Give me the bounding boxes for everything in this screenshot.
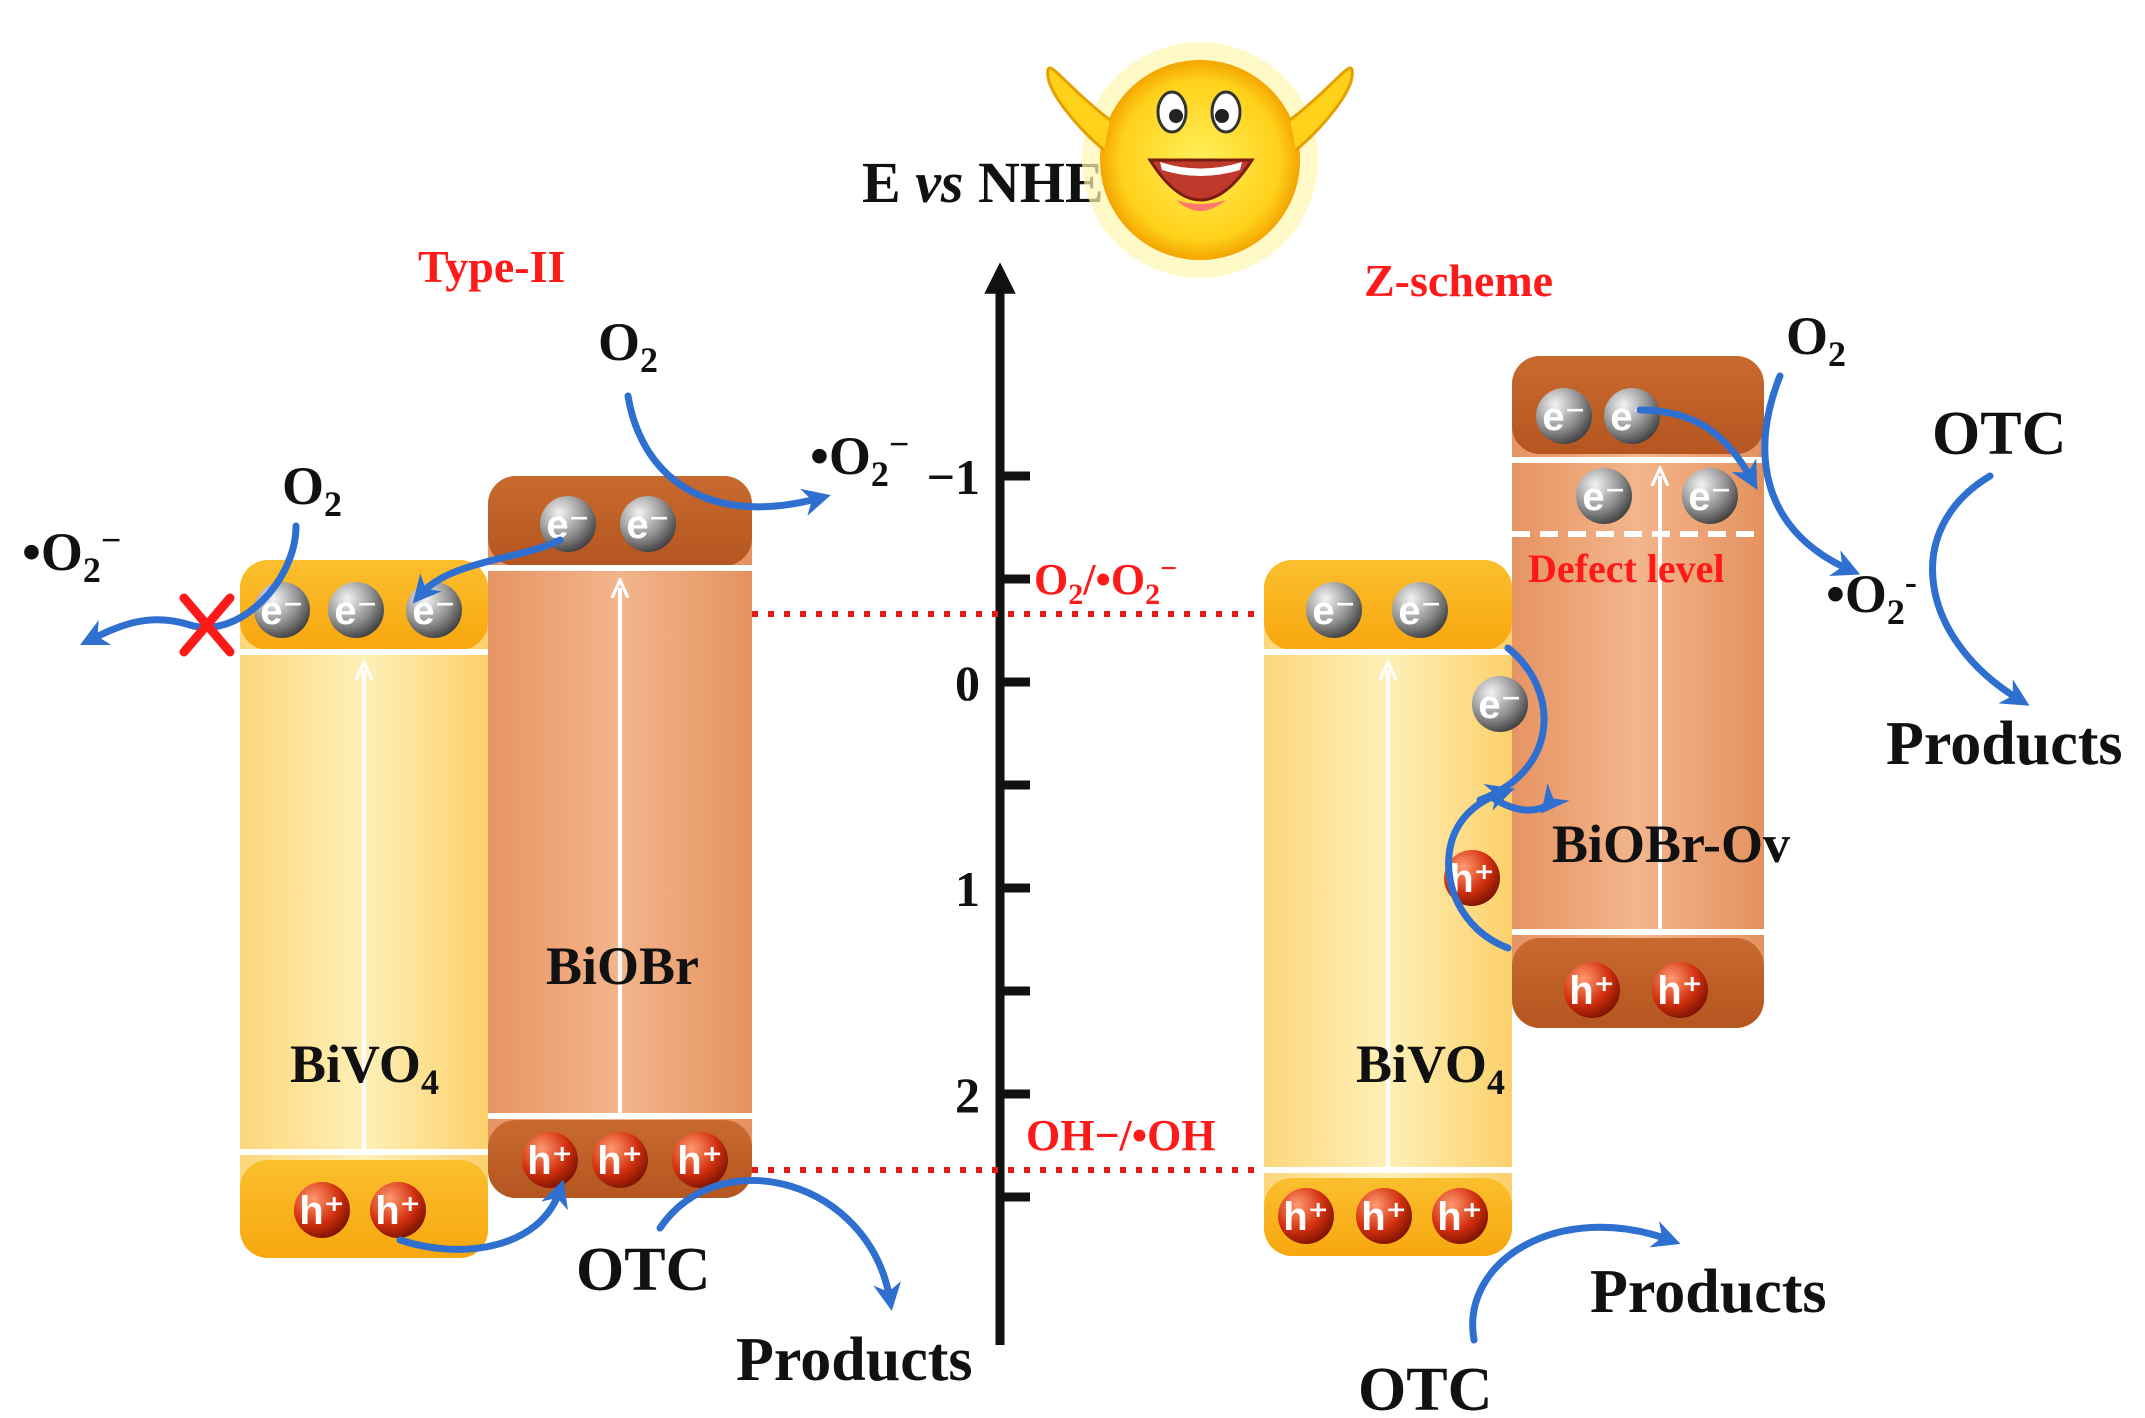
right-products-top: Products bbox=[1886, 710, 2123, 778]
hole bbox=[672, 1132, 728, 1188]
potential-lines bbox=[752, 611, 1264, 1173]
hole bbox=[592, 1132, 648, 1188]
right-biobr-ov-label: BiOBr-Ov bbox=[1552, 814, 1790, 874]
cross-icon bbox=[179, 593, 235, 657]
svg-text:e⁻: e⁻ bbox=[1610, 395, 1653, 439]
tick-label: 2 bbox=[955, 1067, 980, 1123]
svg-text:h⁺: h⁺ bbox=[1437, 1195, 1483, 1239]
hole bbox=[1432, 1188, 1488, 1244]
left-o2-top: O2 bbox=[598, 312, 658, 380]
svg-text:h⁺: h⁺ bbox=[677, 1139, 723, 1183]
right-biobr-ov-block bbox=[1512, 356, 1764, 1028]
tick-label: 1 bbox=[955, 861, 980, 917]
svg-text:h⁺: h⁺ bbox=[375, 1189, 421, 1233]
hole bbox=[1652, 962, 1708, 1018]
svg-text:h⁺: h⁺ bbox=[597, 1139, 643, 1183]
right-radical: •O2- bbox=[1826, 562, 1917, 632]
svg-text:e⁻: e⁻ bbox=[626, 503, 669, 547]
o2-potential-label: O2/•O2− bbox=[1034, 552, 1177, 611]
hole bbox=[522, 1132, 578, 1188]
hole bbox=[294, 1182, 350, 1238]
hole bbox=[1444, 850, 1500, 906]
left-otc: OTC bbox=[576, 1236, 710, 1304]
electron bbox=[620, 496, 676, 552]
right-otc-bottom: OTC bbox=[1358, 1356, 1492, 1418]
right-electrons: e⁻ e⁻ e⁻ e⁻ e⁻ e⁻ e⁻ bbox=[1306, 388, 1738, 732]
electron bbox=[1604, 388, 1660, 444]
hole bbox=[370, 1182, 426, 1238]
right-otc-top: OTC bbox=[1932, 400, 2066, 468]
left-holes: h⁺ h⁺ h⁺ h⁺ h⁺ bbox=[294, 1132, 728, 1238]
svg-text:e⁻: e⁻ bbox=[1398, 589, 1441, 633]
left-biobr-label: BiOBr bbox=[546, 936, 699, 996]
defect-level-label: Defect level bbox=[1528, 546, 1725, 591]
left-title: Type-II bbox=[418, 241, 565, 292]
left-o2-left: O2 bbox=[282, 456, 342, 524]
right-products-bottom: Products bbox=[1590, 1258, 1827, 1326]
svg-text:e⁻: e⁻ bbox=[1542, 395, 1585, 439]
electron bbox=[1392, 582, 1448, 638]
hole bbox=[1278, 1188, 1334, 1244]
energy-axis: −1 0 1 2 bbox=[927, 262, 1030, 1345]
left-radical-right: •O2− bbox=[810, 424, 909, 494]
tick-label: −1 bbox=[927, 449, 981, 505]
axis-title: E vs NHE bbox=[862, 150, 1104, 215]
hole bbox=[1564, 962, 1620, 1018]
left-bivo4-block bbox=[240, 560, 488, 1258]
svg-text:e⁻: e⁻ bbox=[1478, 683, 1521, 727]
svg-text:e⁻: e⁻ bbox=[1582, 475, 1625, 519]
svg-text:h⁺: h⁺ bbox=[299, 1189, 345, 1233]
svg-text:h⁺: h⁺ bbox=[1361, 1195, 1407, 1239]
right-bivo4-block bbox=[1264, 560, 1512, 1256]
right-o2: O2 bbox=[1786, 306, 1846, 374]
electron bbox=[328, 582, 384, 638]
electron bbox=[1472, 676, 1528, 732]
tick-label: 0 bbox=[955, 655, 980, 711]
electron bbox=[1576, 468, 1632, 524]
left-products: Products bbox=[736, 1326, 973, 1394]
sun-icon bbox=[1046, 42, 1354, 278]
oh-potential-label: OH−/•OH bbox=[1026, 1111, 1216, 1160]
right-title: Z-scheme bbox=[1364, 255, 1553, 306]
left-bivo4-label: BiVO4 bbox=[290, 1034, 439, 1102]
electron bbox=[1536, 388, 1592, 444]
left-arrows bbox=[79, 392, 902, 1312]
svg-text:h⁺: h⁺ bbox=[527, 1139, 573, 1183]
right-bivo4-label: BiVO4 bbox=[1356, 1034, 1505, 1102]
electron bbox=[1306, 582, 1362, 638]
svg-text:h⁺: h⁺ bbox=[1283, 1195, 1329, 1239]
right-arrows bbox=[1445, 372, 2030, 1344]
svg-text:h⁺: h⁺ bbox=[1569, 969, 1615, 1013]
electron bbox=[540, 496, 596, 552]
left-biobr-block bbox=[488, 476, 752, 1198]
left-radical-left: •O2− bbox=[22, 520, 121, 590]
svg-text:e⁻: e⁻ bbox=[1312, 589, 1355, 633]
svg-text:e⁻: e⁻ bbox=[1688, 475, 1731, 519]
svg-text:e⁻: e⁻ bbox=[334, 589, 377, 633]
right-holes: h⁺ h⁺ h⁺ h⁺ h⁺ h⁺ bbox=[1278, 850, 1708, 1244]
electron bbox=[1682, 468, 1738, 524]
svg-text:h⁺: h⁺ bbox=[1657, 969, 1703, 1013]
hole bbox=[1356, 1188, 1412, 1244]
